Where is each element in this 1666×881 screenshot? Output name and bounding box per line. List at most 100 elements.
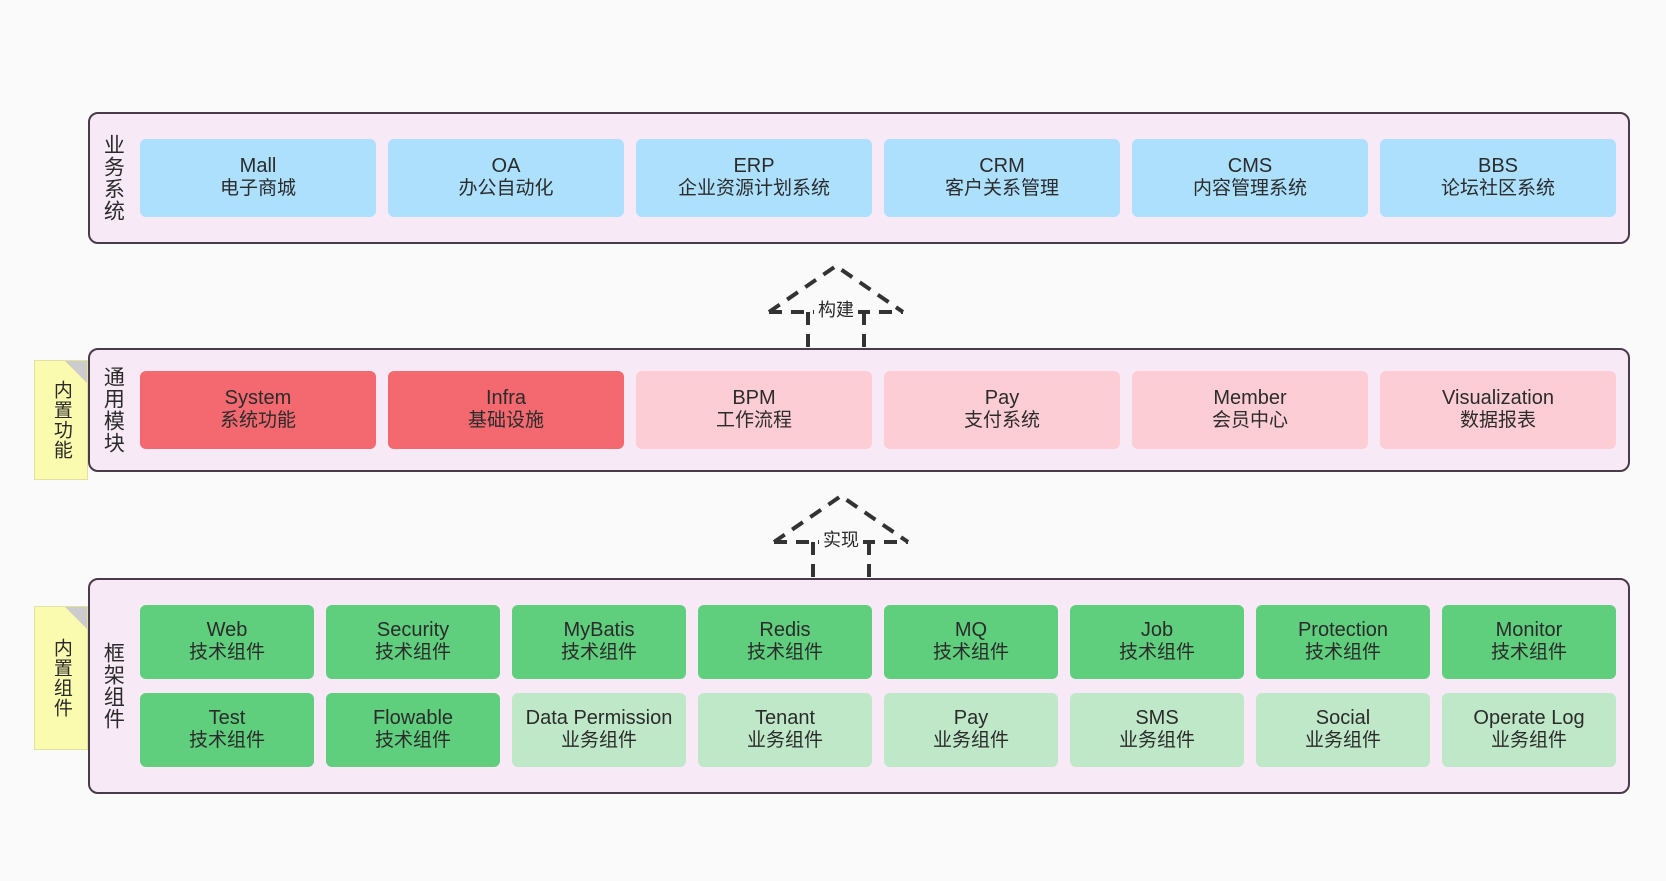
node-title: Pay — [984, 387, 1020, 410]
node-subtitle: 技术组件 — [932, 642, 1009, 664]
node-title: BPM — [732, 387, 776, 410]
node-title: BBS — [1477, 155, 1519, 178]
node-data-permission[interactable]: Data Permission 业务组件 — [512, 693, 686, 767]
node-title: MQ — [954, 619, 988, 642]
note-builtin-function-label: 内置功能 — [50, 380, 72, 460]
node-monitor[interactable]: Monitor 技术组件 — [1442, 605, 1616, 679]
node-title: CRM — [979, 155, 1025, 178]
node-visualization[interactable]: Visualization 数据报表 — [1380, 371, 1616, 449]
node-title: Redis — [759, 619, 811, 642]
node-subtitle: 内容管理系统 — [1192, 178, 1307, 200]
node-subtitle: 企业资源计划系统 — [677, 178, 830, 200]
node-job[interactable]: Job 技术组件 — [1070, 605, 1244, 679]
node-sms[interactable]: SMS 业务组件 — [1070, 693, 1244, 767]
node-title: ERP — [733, 155, 775, 178]
note-builtin-component: 内置组件 — [34, 606, 88, 750]
node-infra[interactable]: Infra 基础设施 — [388, 371, 624, 449]
node-subtitle: 技术组件 — [188, 730, 265, 752]
node-web[interactable]: Web 技术组件 — [140, 605, 314, 679]
node-subtitle: 技术组件 — [1490, 642, 1567, 664]
node-title: Protection — [1297, 619, 1389, 642]
node-title: Web — [206, 619, 248, 642]
node-protection[interactable]: Protection 技术组件 — [1256, 605, 1430, 679]
node-bbs[interactable]: BBS 论坛社区系统 — [1380, 139, 1616, 217]
node-operate-log[interactable]: Operate Log 业务组件 — [1442, 693, 1616, 767]
node-subtitle: 数据报表 — [1459, 410, 1536, 432]
node-title: MyBatis — [563, 619, 635, 642]
node-subtitle: 业务组件 — [1118, 730, 1195, 752]
node-subtitle: 办公自动化 — [458, 178, 554, 200]
node-oa[interactable]: OA 办公自动化 — [388, 139, 624, 217]
layer-common-module: 通用模块 System 系统功能 Infra 基础设施 BPM 工作流程 Pay… — [88, 348, 1630, 472]
layer-common-module-body: System 系统功能 Infra 基础设施 BPM 工作流程 Pay 支付系统… — [134, 350, 1628, 470]
connector-build: 构建 — [765, 262, 907, 354]
node-subtitle: 论坛社区系统 — [1440, 178, 1555, 200]
node-title: Pay — [953, 707, 989, 730]
node-subtitle: 系统功能 — [219, 410, 296, 432]
note-builtin-component-label: 内置组件 — [50, 638, 72, 718]
note-builtin-function: 内置功能 — [34, 360, 88, 480]
node-subtitle: 技术组件 — [560, 642, 637, 664]
node-subtitle: 业务组件 — [932, 730, 1009, 752]
node-title: Visualization — [1442, 387, 1554, 410]
layer-framework-component-body: Web 技术组件 Security 技术组件 MyBatis 技术组件 Redi… — [134, 580, 1628, 792]
node-title: SMS — [1135, 707, 1179, 730]
node-subtitle: 业务组件 — [560, 730, 637, 752]
node-security[interactable]: Security 技术组件 — [326, 605, 500, 679]
layer-business-system-body: Mall 电子商城 OA 办公自动化 ERP 企业资源计划系统 CRM 客户关系… — [134, 114, 1628, 242]
node-title: CMS — [1227, 155, 1273, 178]
layer-common-module-title: 通用模块 — [101, 366, 125, 454]
node-redis[interactable]: Redis 技术组件 — [698, 605, 872, 679]
node-title: OA — [491, 155, 521, 178]
common-node-row: System 系统功能 Infra 基础设施 BPM 工作流程 Pay 支付系统… — [140, 371, 1616, 449]
node-title: Test — [208, 707, 246, 730]
node-crm[interactable]: CRM 客户关系管理 — [884, 139, 1120, 217]
node-title: Infra — [485, 387, 527, 410]
node-bpm[interactable]: BPM 工作流程 — [636, 371, 872, 449]
node-title: System — [224, 387, 292, 410]
node-subtitle: 支付系统 — [963, 410, 1040, 432]
node-pay-common[interactable]: Pay 支付系统 — [884, 371, 1120, 449]
node-title: Social — [1315, 707, 1371, 730]
node-subtitle: 技术组件 — [374, 642, 451, 664]
node-subtitle: 业务组件 — [1304, 730, 1381, 752]
node-subtitle: 客户关系管理 — [944, 178, 1059, 200]
node-subtitle: 工作流程 — [715, 410, 792, 432]
connector-implement-label: 实现 — [819, 526, 863, 552]
business-node-row: Mall 电子商城 OA 办公自动化 ERP 企业资源计划系统 CRM 客户关系… — [140, 139, 1616, 217]
node-subtitle: 技术组件 — [1118, 642, 1195, 664]
node-flowable[interactable]: Flowable 技术组件 — [326, 693, 500, 767]
node-title: Member — [1213, 387, 1287, 410]
node-social[interactable]: Social 业务组件 — [1256, 693, 1430, 767]
layer-framework-component: 框架组件 Web 技术组件 Security 技术组件 MyBatis 技术组件 — [88, 578, 1630, 794]
node-test[interactable]: Test 技术组件 — [140, 693, 314, 767]
node-erp[interactable]: ERP 企业资源计划系统 — [636, 139, 872, 217]
framework-business-row: Test 技术组件 Flowable 技术组件 Data Permission … — [140, 693, 1616, 767]
framework-node-rows: Web 技术组件 Security 技术组件 MyBatis 技术组件 Redi… — [140, 605, 1616, 767]
framework-tech-row: Web 技术组件 Security 技术组件 MyBatis 技术组件 Redi… — [140, 605, 1616, 679]
node-title: Mall — [239, 155, 277, 178]
node-member[interactable]: Member 会员中心 — [1132, 371, 1368, 449]
note-fold-corner-icon — [65, 607, 87, 629]
node-subtitle: 业务组件 — [746, 730, 823, 752]
node-mq[interactable]: MQ 技术组件 — [884, 605, 1058, 679]
node-subtitle: 技术组件 — [746, 642, 823, 664]
node-subtitle: 技术组件 — [188, 642, 265, 664]
node-tenant[interactable]: Tenant 业务组件 — [698, 693, 872, 767]
node-title: Flowable — [372, 707, 454, 730]
node-subtitle: 基础设施 — [467, 410, 544, 432]
node-subtitle: 业务组件 — [1490, 730, 1567, 752]
node-cms[interactable]: CMS 内容管理系统 — [1132, 139, 1368, 217]
node-title: Security — [376, 619, 450, 642]
layer-business-system: 业务系统 Mall 电子商城 OA 办公自动化 ERP 企业资源计划系统 CRM… — [88, 112, 1630, 244]
node-mall[interactable]: Mall 电子商城 — [140, 139, 376, 217]
connector-build-label: 构建 — [814, 296, 858, 322]
node-subtitle: 会员中心 — [1211, 410, 1288, 432]
node-mybatis[interactable]: MyBatis 技术组件 — [512, 605, 686, 679]
node-subtitle: 技术组件 — [1304, 642, 1381, 664]
node-title: Job — [1140, 619, 1174, 642]
node-system[interactable]: System 系统功能 — [140, 371, 376, 449]
node-subtitle: 电子商城 — [219, 178, 296, 200]
node-pay-framework[interactable]: Pay 业务组件 — [884, 693, 1058, 767]
